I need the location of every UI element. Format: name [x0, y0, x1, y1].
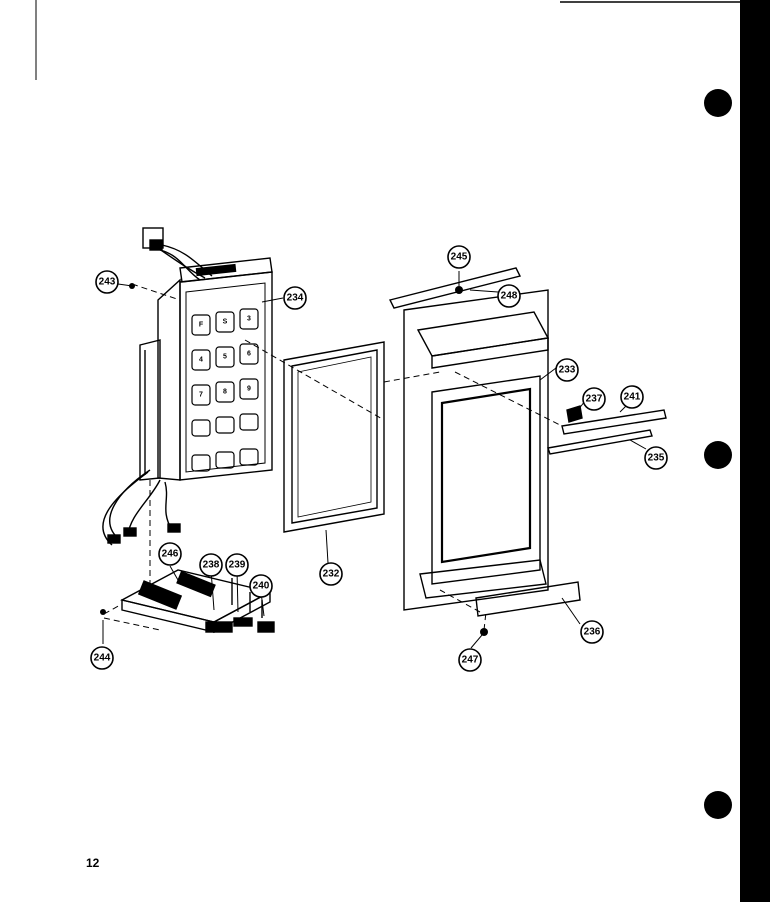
callout-text: 232 [323, 569, 340, 580]
callout-245: 245 [447, 245, 471, 269]
callout-248: 248 [497, 284, 521, 308]
keypad-key [215, 451, 235, 469]
gasket [283, 341, 385, 533]
callout-247: 247 [458, 648, 482, 672]
callout-text: 243 [99, 277, 116, 288]
callout-246: 246 [158, 542, 182, 566]
svg-text:4: 4 [199, 357, 203, 364]
leader-lines [103, 283, 561, 631]
circuit-board-assembly [120, 569, 275, 634]
keypad-key: 9 [239, 378, 259, 400]
keypad-key: 6 [239, 343, 259, 365]
callout-237: 237 [582, 387, 606, 411]
callout-labels: 243 234 245 248 233 237 241 235 232 246 238 239 240 2… [90, 245, 668, 672]
keypad-key [239, 448, 259, 466]
callout-233: 233 [555, 358, 579, 382]
screws [100, 283, 488, 636]
keypad-key [191, 419, 211, 437]
callout-text: 234 [287, 293, 304, 304]
keypad-faceplate [179, 271, 273, 481]
svg-text:7: 7 [199, 392, 203, 399]
callout-leaders [102, 271, 647, 649]
callout-241: 241 [620, 385, 644, 409]
callout-244: 244 [90, 646, 114, 670]
callout-text: 233 [559, 365, 576, 376]
svg-text:S: S [223, 319, 228, 326]
keypad-key: 7 [191, 384, 211, 406]
keypad-key: 3 [239, 308, 259, 330]
top-trim [388, 267, 522, 309]
callout-text: 244 [94, 653, 111, 664]
binder-hole [704, 441, 732, 469]
callout-text: 235 [648, 453, 665, 464]
callout-text: 241 [624, 392, 641, 403]
callout-text: 245 [451, 252, 468, 263]
bottom-trim [475, 581, 581, 617]
page-number: 12 [86, 856, 100, 870]
callout-239: 239 [225, 553, 249, 577]
svg-text:3: 3 [247, 316, 251, 323]
callout-text: 239 [229, 560, 246, 571]
keypad-key: S [215, 311, 235, 333]
callout-text: 247 [462, 655, 479, 666]
callout-text: 238 [203, 560, 220, 571]
keypad-key [215, 416, 235, 434]
svg-text:5: 5 [223, 354, 227, 361]
trim-235 [547, 429, 653, 455]
control-panel-assembly [102, 227, 273, 546]
callout-text: 246 [162, 549, 179, 560]
svg-text:9: 9 [247, 386, 251, 393]
binder-hole [704, 791, 732, 819]
svg-text:6: 6 [247, 351, 251, 358]
page-edge-strip [740, 0, 770, 902]
svg-text:F: F [199, 322, 204, 329]
door-frame-assembly [388, 267, 667, 617]
callout-240: 240 [249, 574, 273, 598]
callout-text: 248 [501, 291, 518, 302]
side-trim [561, 409, 667, 435]
callout-238: 238 [199, 553, 223, 577]
callout-232: 232 [319, 562, 343, 586]
callout-text: 236 [584, 627, 601, 638]
binder-hole [704, 89, 732, 117]
keypad-keys: F S 3 4 5 6 7 8 9 [191, 308, 259, 472]
callout-text: 237 [586, 394, 603, 405]
callout-236: 236 [580, 620, 604, 644]
keypad-key: 4 [191, 349, 211, 371]
callout-243: 243 [95, 270, 119, 294]
keypad-key: F [191, 314, 211, 336]
callout-235: 235 [644, 446, 668, 470]
svg-text:8: 8 [223, 389, 227, 396]
keypad-key: 5 [215, 346, 235, 368]
callout-text: 240 [253, 581, 270, 592]
keypad-key: 8 [215, 381, 235, 403]
callout-234: 234 [283, 286, 307, 310]
keypad-key [191, 454, 211, 472]
keypad-key [239, 413, 259, 431]
